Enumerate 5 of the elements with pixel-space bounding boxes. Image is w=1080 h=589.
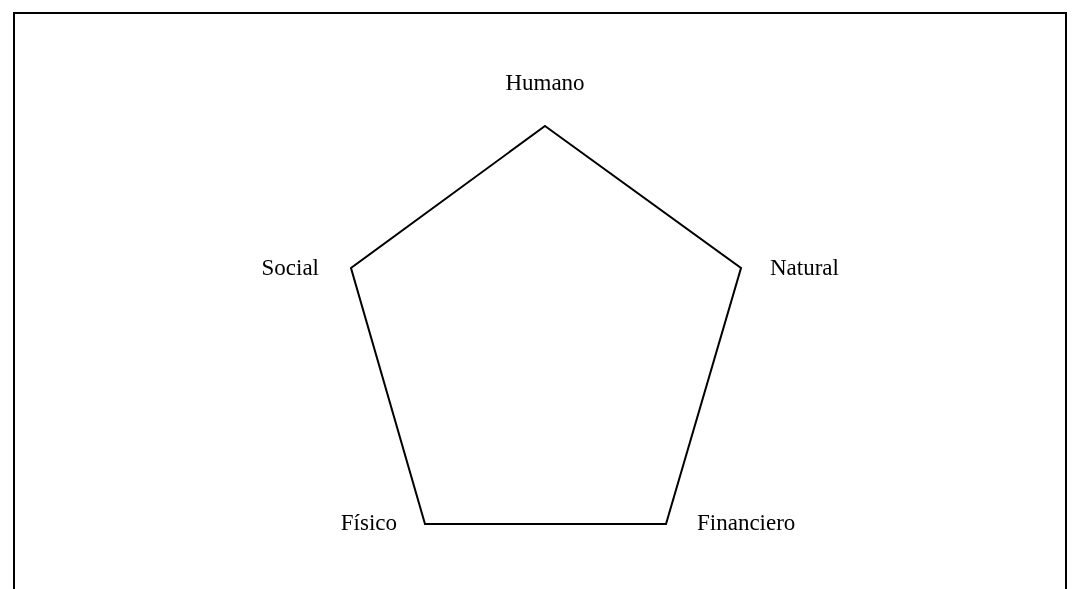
vertex-label: Social: [261, 254, 319, 282]
vertex-label: Financiero: [697, 509, 796, 537]
vertex-label: Humano: [505, 69, 585, 97]
vertex-label: Natural: [770, 254, 839, 282]
vertex-label: Físico: [340, 509, 397, 537]
